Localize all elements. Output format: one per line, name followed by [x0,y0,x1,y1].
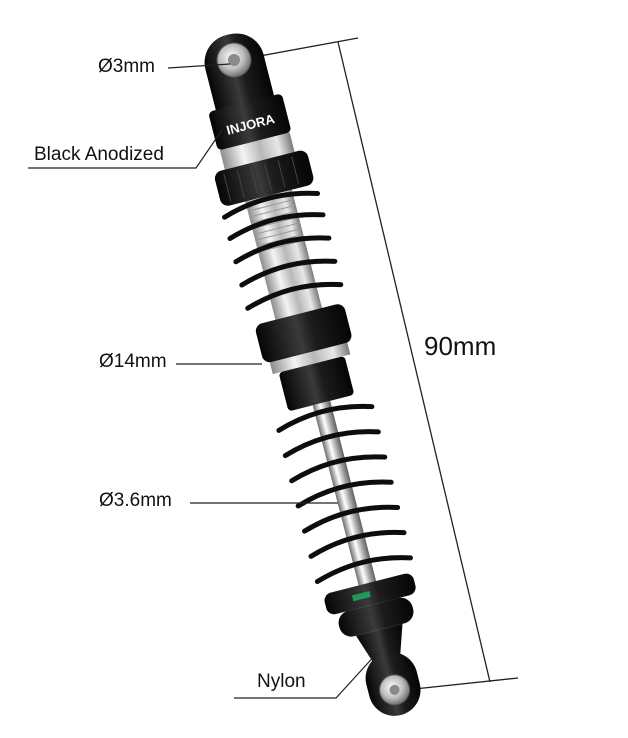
eye-bore-label: Ø3mm [98,56,155,77]
body-diameter-label: Ø14mm [99,351,167,372]
finish-label: Black Anodized [34,144,164,165]
coil-spring [222,190,413,585]
spring-collar [255,304,354,411]
shock-cap [209,94,314,206]
shaft-diameter-label: Ø3.6mm [99,490,172,511]
body-threads [247,198,305,253]
leader-eye-bore [167,63,231,69]
leader-end-material [234,651,379,699]
shock-absorber: INJORA [204,33,421,716]
rod-end [365,652,421,716]
dimension-bottom-extension [404,677,519,691]
shock-shaft [312,400,380,600]
leader-finish [28,129,223,169]
dimension-line [337,41,491,683]
length-label: 90mm [424,331,497,361]
end-material-label: Nylon [257,671,306,692]
leader-lines [28,63,379,699]
